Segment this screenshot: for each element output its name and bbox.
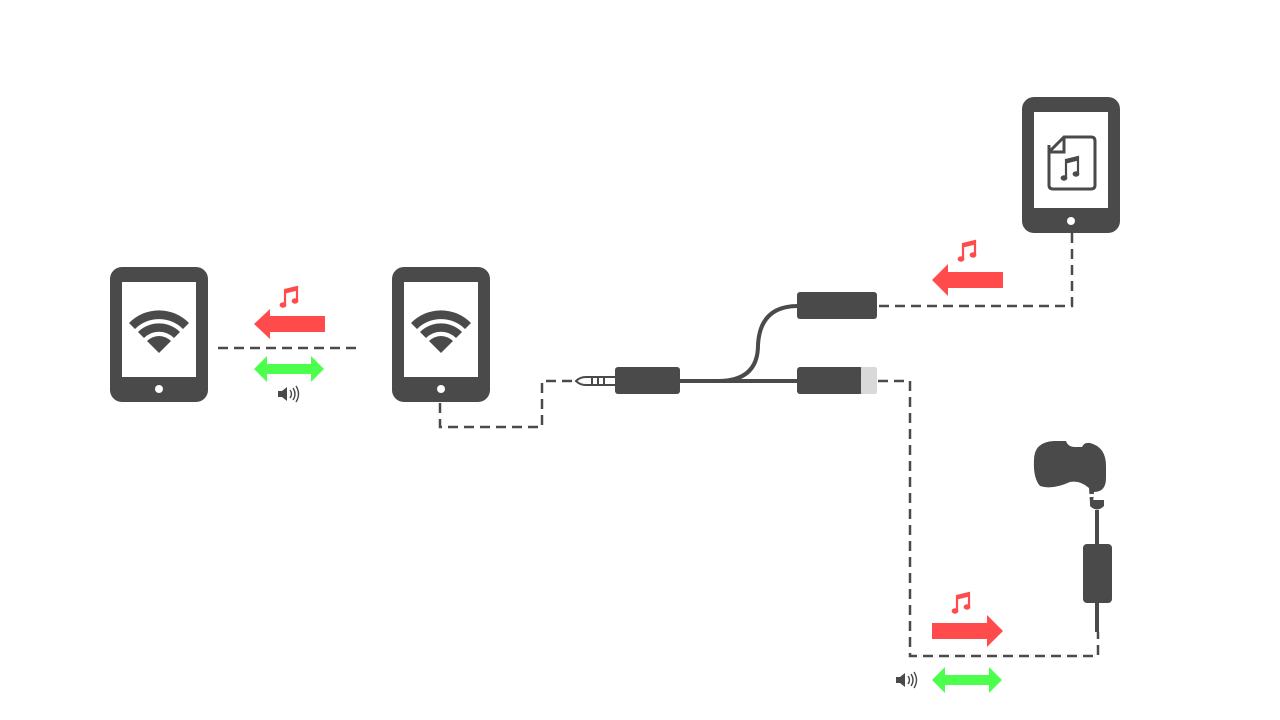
inline-mic [1083, 544, 1112, 603]
earphone-with-inline-mic [1033, 441, 1112, 632]
splitter-jack-top [797, 292, 877, 319]
tablet-middle [392, 267, 490, 402]
audio-plug [574, 367, 680, 394]
music-source-flow [932, 239, 1003, 296]
wifi-link-flow [254, 285, 325, 403]
headset-line [878, 379, 1100, 658]
speaker-icon [895, 671, 918, 689]
voice-double-arrow [254, 356, 324, 382]
music-arrow-left [254, 309, 325, 339]
voice-double-arrow [932, 667, 1002, 693]
music-source-line [878, 233, 1074, 308]
speaker-icon [277, 385, 300, 403]
tablet-top-right [1022, 97, 1120, 233]
music-note-icon [278, 285, 300, 310]
music-arrow-left [932, 264, 1003, 296]
music-note-icon [956, 239, 978, 264]
tablet-to-plug-line [438, 379, 578, 429]
headset-flow [895, 591, 1003, 693]
splitter-jack-bottom [797, 367, 877, 394]
dashed-connections [218, 233, 1100, 658]
tablet-left [110, 267, 208, 402]
music-file-icon [1047, 135, 1097, 191]
splitter-wire [680, 304, 799, 383]
y-splitter-cable [574, 292, 877, 394]
music-arrow-right [932, 615, 1003, 647]
music-note-icon [950, 591, 972, 616]
